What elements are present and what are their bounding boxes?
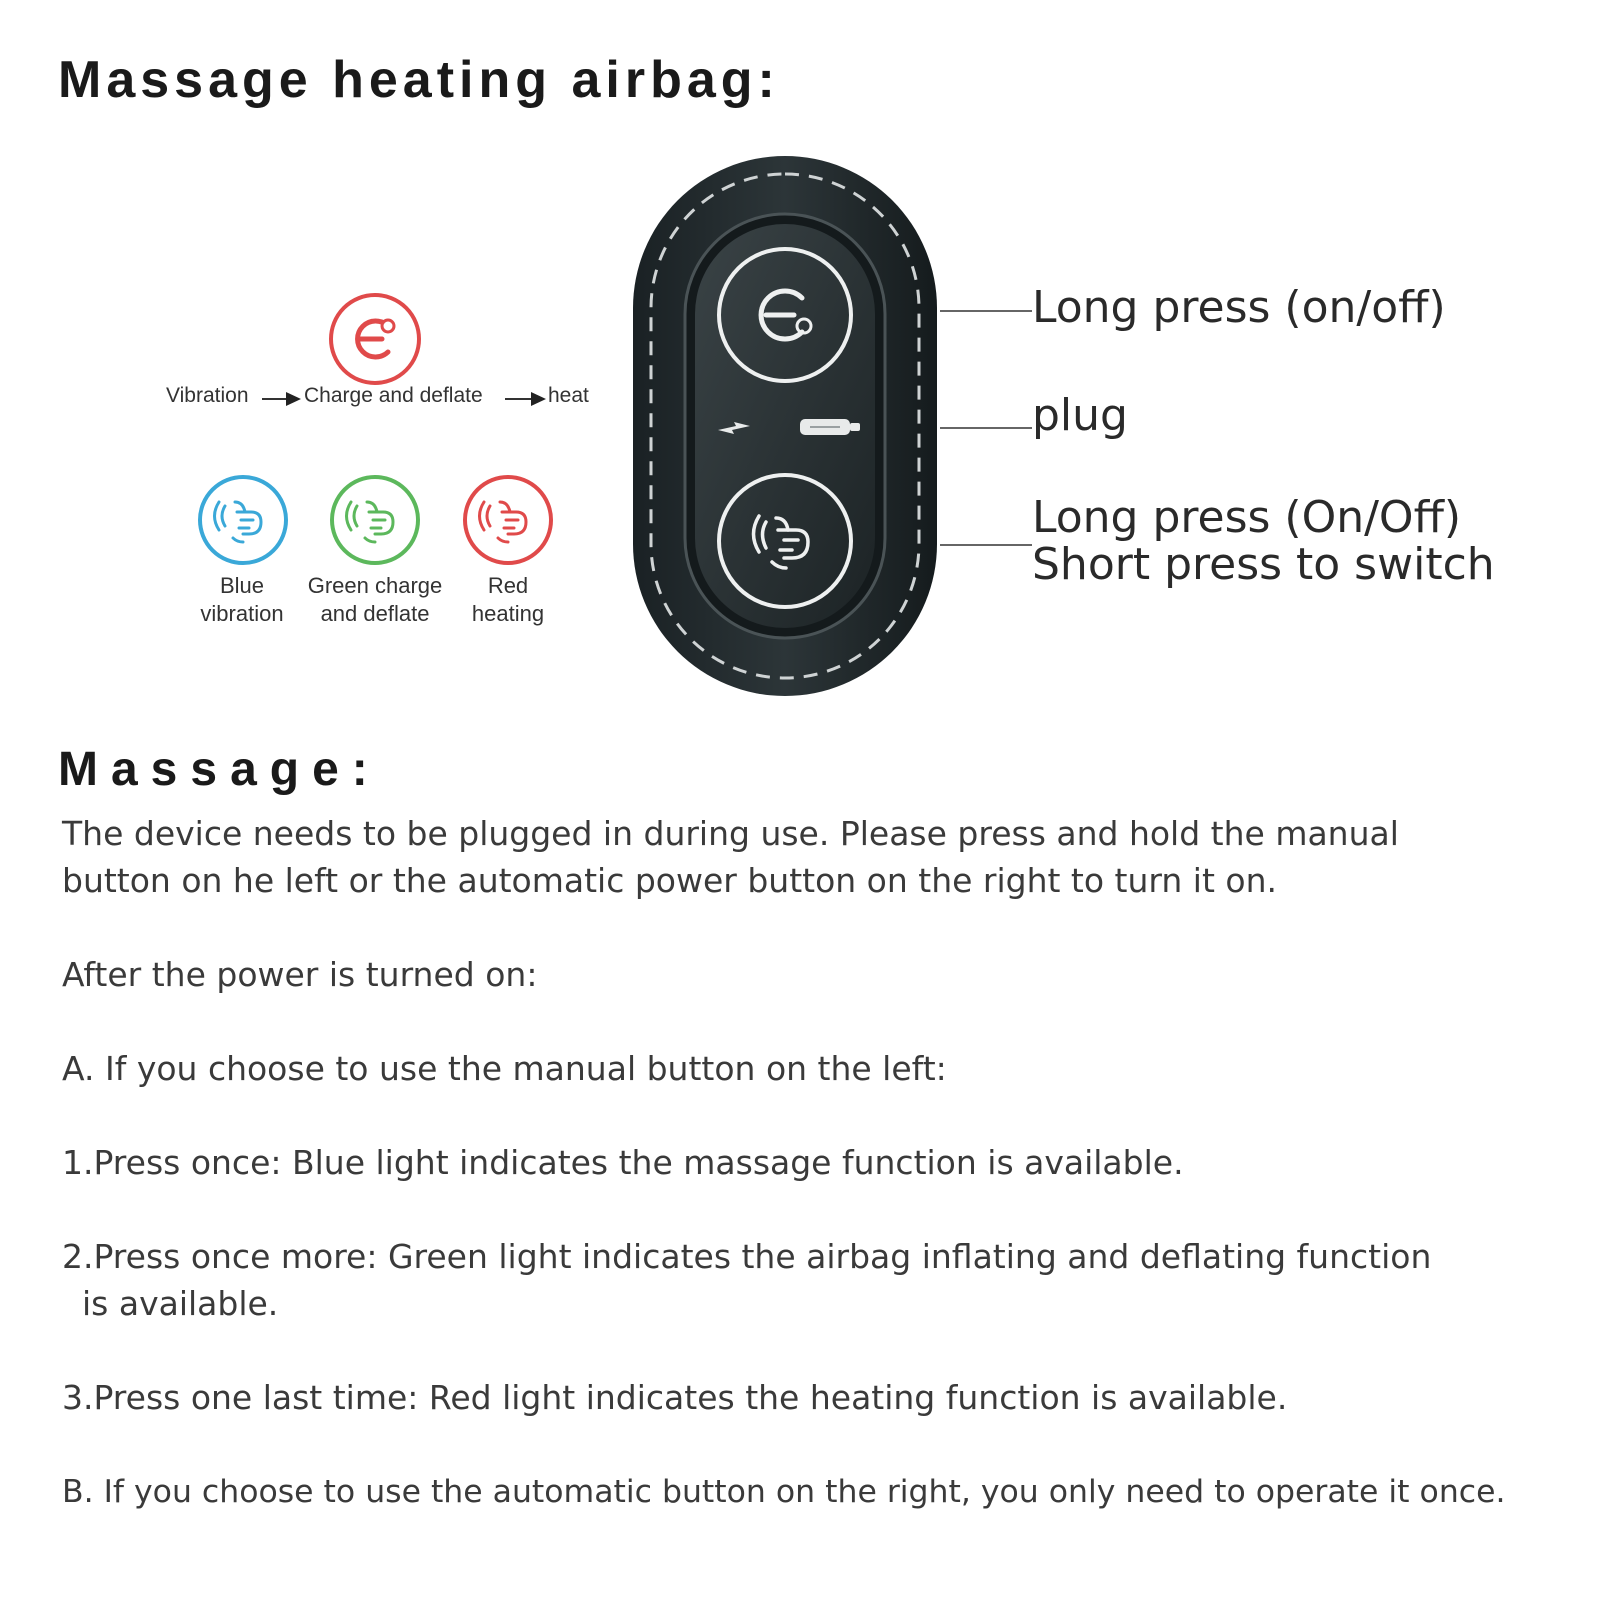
paragraph-6: 3.Press one last time: Red light indicat…: [62, 1378, 1288, 1417]
mode-label-line: vibration: [200, 601, 284, 626]
lightning-icon: [718, 422, 750, 434]
callout-line-bottom: [940, 544, 1032, 546]
mode-label-line: Blue: [219, 573, 265, 598]
red-heating-icon: [463, 475, 553, 565]
page-title: Massage heating airbag:: [58, 51, 780, 109]
flow-arrow-line-2: [505, 398, 531, 400]
massage-mode-button[interactable]: [714, 470, 856, 612]
paragraph-5-line-1: 2.Press once more: Green light indicates…: [62, 1237, 1432, 1276]
mode-label-line: and deflate: [320, 601, 430, 626]
power-button[interactable]: [714, 244, 856, 386]
section-title: Massage:: [58, 743, 381, 796]
mode-label-line: Green charge: [307, 573, 443, 598]
paragraph-1-line-2: button on he left or the automatic power…: [62, 861, 1277, 900]
flow-step-charge-deflate: Charge and deflate: [304, 384, 483, 407]
callout-short-press-switch: Short press to switch: [1032, 539, 1495, 590]
controller-device: [633, 156, 937, 696]
paragraph-5-line-2: is available.: [82, 1284, 279, 1323]
paragraph-3: A. If you choose to use the manual butto…: [62, 1049, 947, 1088]
paragraph-7: B. If you choose to use the automatic bu…: [62, 1474, 1506, 1510]
paragraph-4: 1.Press once: Blue light indicates the m…: [62, 1143, 1184, 1182]
mode-label-red: Red heating: [418, 572, 598, 628]
mode-label-line: heating: [471, 601, 545, 626]
callout-line-middle: [940, 427, 1032, 429]
callout-line-top: [940, 310, 1032, 312]
flow-arrow-icon-2: [531, 392, 546, 406]
flow-step-vibration: Vibration: [166, 384, 249, 407]
flow-arrow-line-1: [262, 398, 286, 400]
flow-arrow-icon-1: [286, 392, 301, 406]
callout-long-press-on-off: Long press (on/off): [1032, 282, 1446, 333]
mode-label-blue: Blue vibration: [152, 572, 332, 628]
mode-label-green: Green charge and deflate: [285, 572, 465, 628]
power-icon-red: [329, 293, 421, 385]
flow-step-heat: heat: [548, 384, 589, 407]
mode-label-line: Red: [487, 573, 529, 598]
blue-vibration-icon: [198, 475, 288, 565]
callout-long-press-on-off-2: Long press (On/Off): [1032, 492, 1462, 543]
paragraph-1-line-1: The device needs to be plugged in during…: [62, 814, 1399, 853]
paragraph-2: After the power is turned on:: [62, 955, 538, 994]
green-charge-deflate-icon: [330, 475, 420, 565]
plug-port-icon: [800, 419, 860, 435]
callout-plug: plug: [1032, 390, 1128, 441]
